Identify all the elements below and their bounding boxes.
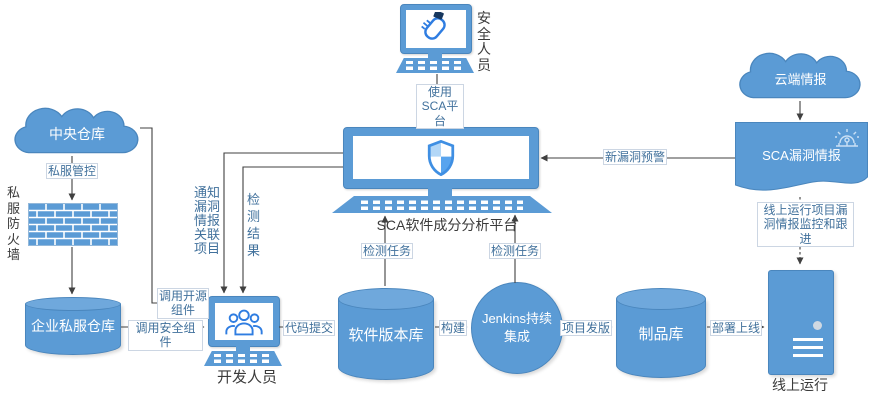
edge-label-new-vuln-alert: 新漏洞预警	[603, 149, 667, 166]
sca-platform-label: SCA软件成分分析平台	[376, 217, 518, 233]
developers-pc-screen	[215, 303, 273, 340]
developers-pc-stand	[236, 345, 250, 351]
edge-label-detection-task-right: 检测任务	[489, 243, 541, 260]
server-led	[813, 321, 822, 330]
artifact-repo-cylinder: 制品库	[616, 288, 706, 378]
edge-label-call-secure: 调用安全组件	[128, 320, 203, 351]
edge-label-build: 构建	[439, 320, 467, 337]
enterprise-repo-top	[25, 297, 121, 311]
shield-icon	[427, 139, 455, 176]
version-repo-cylinder: 软件版本库	[338, 288, 434, 380]
security-pc-monitor	[400, 4, 472, 54]
sca-platform-monitor	[343, 127, 539, 189]
edge-label-notify-projects: 通知漏洞情报关联项目	[194, 185, 221, 257]
developers-pc-monitor	[208, 296, 280, 347]
developers-pc-keys	[214, 354, 272, 363]
sca-platform-keys	[360, 199, 524, 210]
edge-label-detection-result: 检测结果	[247, 192, 261, 259]
alarm-icon	[835, 129, 859, 147]
edge-label-code-commit: 代码提交	[283, 320, 335, 337]
edge-label-online-monitoring: 线上运行项目漏洞情报监控和跟进	[757, 202, 854, 248]
firewall-shape	[28, 203, 118, 246]
edge-label-private-control: 私服管控	[46, 163, 98, 180]
sca-platform-stand	[428, 187, 452, 197]
sca-platform-screen	[353, 136, 529, 179]
edge-label-detection-task-left: 检测任务	[361, 243, 413, 260]
security-pc-stand	[428, 52, 442, 58]
enterprise-repo-body	[25, 304, 121, 355]
version-repo-body	[338, 299, 434, 380]
sca-platform-keyboard	[332, 196, 552, 213]
edge-label-project-release: 项目发版	[560, 320, 612, 337]
jenkins-label: Jenkins持续集成	[481, 311, 553, 344]
online-server-shape	[768, 270, 834, 375]
artifact-repo-body	[616, 299, 706, 378]
security-pc-screen	[406, 10, 466, 48]
whistle-icon	[421, 12, 446, 40]
version-repo-label: 软件版本库	[348, 326, 424, 344]
enterprise-repo-cylinder: 企业私服仓库	[25, 297, 121, 355]
artifact-repo-label: 制品库	[638, 325, 684, 343]
central-repo-label: 中央仓库	[49, 126, 105, 142]
version-repo-top	[338, 288, 434, 310]
security-pc-keys	[406, 61, 464, 70]
cloud-intel-label: 云端情报	[774, 72, 827, 87]
vuln-intel-label: SCA漏洞情报	[762, 148, 841, 163]
edge-label-use-sca: 使用SCA平台	[416, 84, 464, 130]
central-repo-cloud	[14, 107, 139, 154]
jenkins-node: Jenkins持续集成	[471, 282, 563, 374]
team-icon	[225, 309, 263, 335]
developers-pc-keyboard	[204, 351, 282, 366]
online-server-label: 线上运行	[772, 377, 828, 393]
edge-notify-to-developers	[220, 152, 343, 294]
edge-label-call-opensource: 调用开源组件	[157, 288, 209, 319]
enterprise-repo-label: 企业私服仓库	[31, 318, 115, 334]
firewall-label: 私服防火墙	[7, 185, 21, 263]
artifact-repo-top	[616, 288, 706, 310]
security-pc-keyboard	[396, 58, 474, 73]
edge-label-deploy-online: 部署上线	[710, 320, 762, 337]
developers-label: 开发人员	[216, 369, 277, 386]
cloud-intel-cloud	[739, 52, 861, 99]
vuln-intel-document	[735, 122, 868, 191]
security-person-label: 安全人员	[477, 10, 491, 74]
server-slots	[793, 337, 823, 357]
